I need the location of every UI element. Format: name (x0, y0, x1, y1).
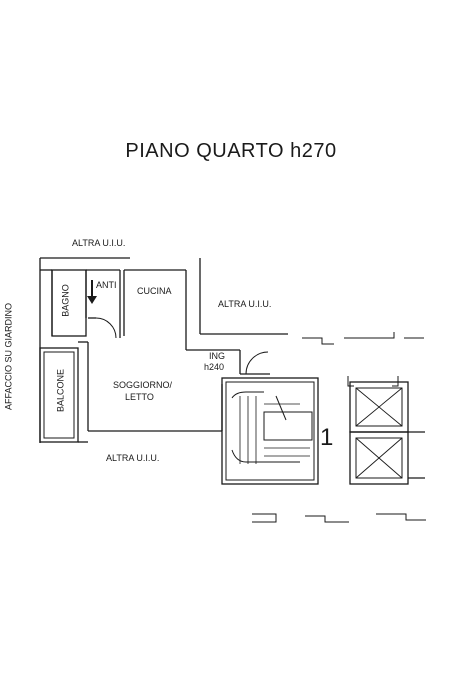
column-fragments (252, 332, 426, 523)
bagno-room (51, 269, 87, 337)
lift-shaft-top (349, 381, 409, 433)
label-ing-height: h240 (204, 362, 225, 372)
balcony-outline (39, 347, 79, 443)
label-altra-bottom: ALTRA U.I.U. (106, 453, 160, 463)
arrow-marker (87, 280, 97, 304)
label-balcone: BALCONE (55, 369, 66, 413)
anti-room (86, 269, 121, 339)
lift-shaft-bottom (349, 431, 425, 485)
plan-title: PIANO QUARTO h270 (125, 140, 337, 162)
label-altra-top: ALTRA U.I.U. (72, 238, 126, 248)
label-altra-mid: ALTRA U.I.U. (218, 299, 272, 309)
label-stair-number: 1 (320, 424, 334, 451)
ingresso-door (239, 350, 270, 375)
label-cucina: CUCINA (137, 286, 172, 296)
cucina-room (123, 258, 288, 351)
label-affaccio: AFFACCIO SU GIARDINO (3, 303, 14, 411)
label-bagno: BAGNO (60, 284, 71, 317)
label-ing: ING (209, 351, 226, 361)
label-anti: ANTI (96, 280, 117, 290)
label-letto: LETTO (125, 392, 154, 402)
staircase (221, 377, 319, 485)
label-soggiorno: SOGGIORNO/ (113, 380, 173, 390)
